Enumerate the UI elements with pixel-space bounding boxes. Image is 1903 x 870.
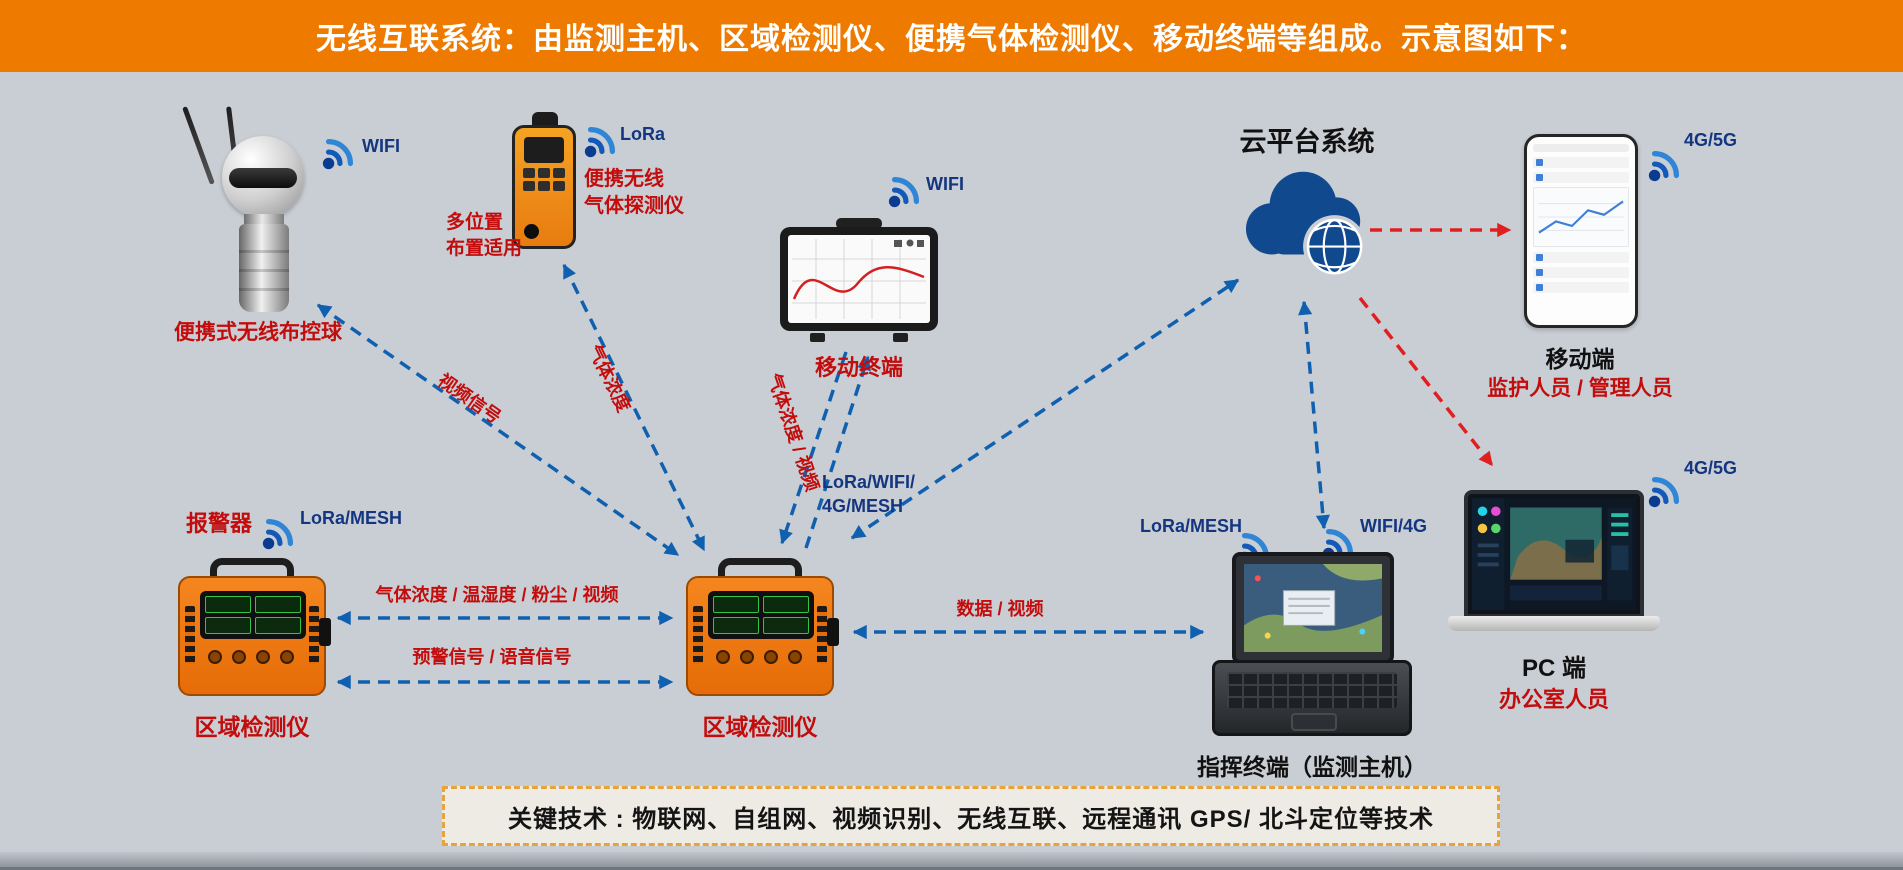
link-video-signal-label: 视频信号 — [434, 369, 505, 428]
gas-detector-note: 多位置 布置适用 — [446, 212, 523, 259]
alarm-signal-label: LoRa/MESH — [300, 508, 403, 528]
phone-statusbar — [1533, 144, 1629, 152]
gas-detector-cap — [532, 112, 558, 128]
gas-detector-signal-label: LoRa — [620, 124, 665, 144]
arrow-gasdetector-center — [562, 263, 706, 552]
phone-list-row — [1533, 157, 1629, 168]
alarm-tag: 报警器 — [186, 511, 253, 536]
mobile-phone-device — [1524, 134, 1638, 328]
link-data-video-label: 数据 / 视频 — [956, 599, 1044, 619]
detector-grill — [817, 606, 827, 664]
pc-sublabel: 办公室人员 — [1498, 687, 1609, 712]
cloud-title: 云平台系统 — [1239, 127, 1375, 157]
tablet-signal-label: WIFI — [926, 174, 964, 194]
camera-label: 便携式无线布控球 — [174, 321, 342, 344]
command-terminal-label: 指挥终端（监测主机） — [1197, 754, 1427, 780]
link-warning-label: 预警信号 / 语音信号 — [412, 647, 572, 667]
wireless-camera-device — [182, 106, 340, 318]
detector-grill — [185, 606, 195, 664]
detector-handle — [718, 558, 802, 582]
link-gas-concentration-label: 气体浓度 — [584, 341, 634, 416]
terminal-keyboard — [1227, 672, 1397, 708]
link-env-data-label: 气体浓度 / 温湿度 / 粉尘 / 视频 — [375, 585, 619, 605]
gas-detector-screen — [524, 137, 564, 163]
arrow-center-to-tablet — [804, 355, 871, 549]
camera-signal-label: WIFI — [362, 136, 400, 156]
camera-dome — [222, 136, 304, 218]
gas-detector-pump — [524, 224, 539, 239]
area-detector-device-left — [178, 558, 331, 702]
phone-list-row — [1533, 267, 1629, 278]
gas-detector-buttons — [523, 168, 565, 191]
pc-label: PC 端 — [1521, 655, 1586, 682]
camera-lens — [229, 168, 297, 188]
detector-buttons — [716, 650, 802, 664]
camera-antenna — [182, 106, 215, 185]
phone-sublabel: 监护人员 / 管理人员 — [1487, 377, 1673, 400]
key-technology-text: 关键技术 : 物联网、自组网、视频识别、无线互联、远程通讯 GPS/ 北斗定位等… — [507, 805, 1434, 833]
terminal-base — [1212, 660, 1412, 736]
gas-detector-body — [512, 125, 576, 249]
phone-list-row — [1533, 252, 1629, 263]
lora-icon — [582, 122, 620, 160]
arrow-cloud-terminal — [1298, 300, 1330, 530]
center-detector-label: 区域检测仪 — [702, 714, 818, 740]
terminal-screen — [1232, 552, 1394, 664]
camera-body — [239, 224, 289, 312]
command-terminal-device — [1212, 552, 1412, 742]
detector-screen — [708, 591, 814, 639]
mobile-terminal-device — [780, 218, 938, 342]
phone-list-row — [1533, 172, 1629, 183]
link-mesh-label: LoRa/WIFI/ 4G/MESH — [822, 472, 915, 517]
detector-grill — [309, 606, 319, 664]
wifi-icon — [886, 172, 924, 210]
tablet-handle — [836, 218, 882, 229]
terminal-signal-left-label: LoRa/MESH — [1140, 516, 1243, 536]
terminal-touchpad — [1291, 713, 1337, 731]
detector-screen — [200, 591, 306, 639]
cloud-icon — [1245, 171, 1367, 279]
alarm-device-label: 区域检测仪 — [194, 714, 310, 740]
phone-signal-label: 4G/5G — [1684, 130, 1738, 150]
detector-knob — [319, 618, 331, 646]
link-gas-video-label: 气体浓度 / 视频 — [763, 370, 823, 494]
phone-list-row — [1533, 282, 1629, 293]
detector-buttons — [208, 650, 294, 664]
terminal-signal-right-label: WIFI/4G — [1360, 516, 1427, 536]
pc-base — [1448, 616, 1660, 631]
camera-body-rings — [239, 234, 289, 300]
phone-label: 移动端 — [1545, 346, 1615, 372]
tablet-label: 移动终端 — [814, 355, 903, 380]
detector-grill — [693, 606, 703, 664]
gas-detector-label: 便携无线 气体探测仪 — [584, 168, 684, 217]
cellular-icon — [1646, 146, 1684, 184]
detector-body — [178, 576, 331, 696]
portable-gas-detector-device — [508, 112, 582, 254]
tablet-foot — [893, 333, 908, 342]
tablet-screen — [788, 235, 930, 323]
detector-body — [686, 576, 839, 696]
page-title: 无线互联系统：由监测主机、区域检测仪、便携气体检测仪、移动终端等组成。示意图如下… — [316, 23, 1587, 56]
key-technology-box: 关键技术 : 物联网、自组网、视频识别、无线互联、远程通讯 GPS/ 北斗定位等… — [442, 786, 1500, 846]
detector-knob — [827, 618, 839, 646]
lora-mesh-icon — [260, 514, 298, 552]
header-banner: 无线互联系统：由监测主机、区域检测仪、便携气体检测仪、移动终端等组成。示意图如下… — [0, 0, 1903, 72]
pc-signal-label: 4G/5G — [1684, 458, 1738, 478]
tablet-body — [780, 227, 938, 331]
camera-neck — [244, 214, 284, 226]
wifi-icon — [320, 134, 358, 172]
pc-screen — [1464, 490, 1644, 618]
area-detector-device-center — [686, 558, 839, 702]
bottom-strip — [0, 852, 1903, 870]
phone-chart — [1533, 187, 1629, 247]
tablet-foot — [810, 333, 825, 342]
pc-device — [1448, 490, 1660, 642]
detector-handle — [210, 558, 294, 582]
